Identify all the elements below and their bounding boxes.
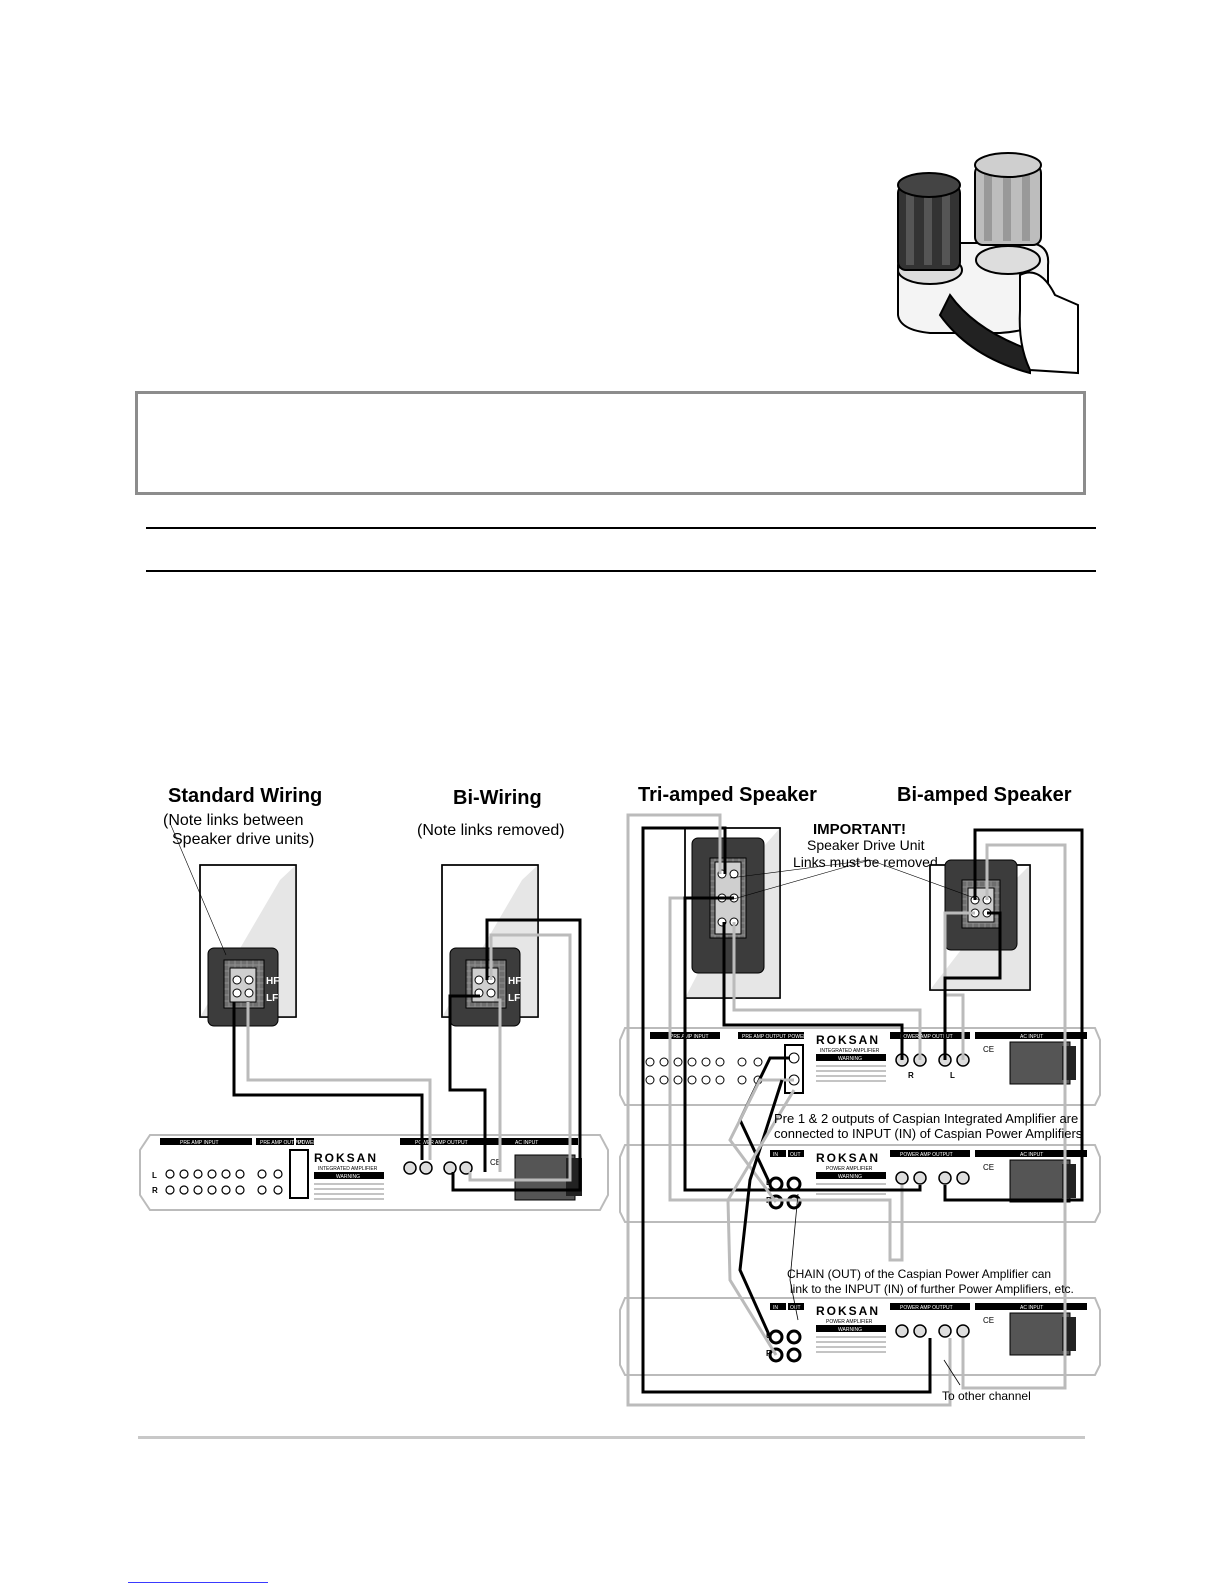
svg-text:POWER: POWER — [298, 1140, 317, 1146]
notice-box — [135, 391, 1086, 495]
power-amplifier-1: IN OUT POWER AMP OUTPUT AC INPUT L R ROK… — [619, 1144, 1101, 1223]
svg-text:POWER AMPLIFIER: POWER AMPLIFIER — [826, 1166, 873, 1172]
footer-rule — [138, 1436, 1085, 1439]
svg-text:ROKSAN: ROKSAN — [816, 1304, 880, 1318]
svg-text:AC INPUT: AC INPUT — [515, 1140, 538, 1146]
svg-text:WARNING: WARNING — [838, 1327, 862, 1333]
integrated-amplifier-left: PRE AMP INPUT PRE AMP OUTPUT POWER POWER… — [139, 1134, 609, 1211]
svg-text:WARNING: WARNING — [838, 1174, 862, 1180]
integrated-amplifier-right: PRE AMP INPUT PRE AMP OUTPUT POWER POWER… — [619, 1027, 1101, 1106]
amplified-wiring-cables — [626, 813, 1084, 1407]
svg-text:WARNING: WARNING — [336, 1174, 360, 1180]
svg-text:L: L — [950, 1071, 955, 1080]
svg-text:AC INPUT: AC INPUT — [1020, 1034, 1043, 1040]
svg-text:POWER AMP OUTPUT: POWER AMP OUTPUT — [900, 1034, 953, 1040]
standard-speaker: HF LF — [199, 864, 297, 1027]
bi-wiring-title: Bi-Wiring — [453, 787, 542, 809]
svg-text:OUT: OUT — [790, 1152, 801, 1158]
svg-text:INTEGRATED AMPLIFIER: INTEGRATED AMPLIFIER — [820, 1048, 880, 1054]
svg-text:CE: CE — [983, 1163, 994, 1172]
important-line-1: Speaker Drive Unit — [807, 837, 925, 853]
svg-text:POWER AMP OUTPUT: POWER AMP OUTPUT — [900, 1152, 953, 1158]
svg-text:POWER AMP OUTPUT: POWER AMP OUTPUT — [415, 1140, 468, 1146]
svg-text:POWER: POWER — [788, 1034, 807, 1040]
wiring-diagrams: HF LF HF LF PRE AMP INPUT PRE AMP OUTPUT… — [139, 813, 1101, 1407]
pre-outputs-note-2: connected to INPUT (IN) of Caspian Power… — [774, 1126, 1083, 1141]
speaker-terminal-illustration — [897, 152, 1079, 375]
svg-text:WARNING: WARNING — [838, 1056, 862, 1062]
svg-text:PRE AMP INPUT: PRE AMP INPUT — [180, 1140, 219, 1146]
svg-text:CE: CE — [490, 1158, 501, 1167]
svg-text:POWER AMPLIFIER: POWER AMPLIFIER — [826, 1319, 873, 1325]
other-channel-label: To other channel — [942, 1389, 1031, 1403]
section-rule-bottom — [146, 570, 1096, 572]
standard-hf-label: HF — [266, 976, 279, 987]
standard-wiring-title: Standard Wiring — [168, 785, 323, 807]
svg-text:AC INPUT: AC INPUT — [1020, 1152, 1043, 1158]
chain-note-1: CHAIN (OUT) of the Caspian Power Amplifi… — [787, 1267, 1052, 1281]
footer-link-underline — [128, 1582, 268, 1583]
standard-wiring-note-1: (Note links between — [163, 812, 304, 829]
svg-text:PRE AMP INPUT: PRE AMP INPUT — [670, 1034, 709, 1040]
bi-wiring-cables — [448, 918, 582, 1192]
svg-text:PRE AMP OUTPUT: PRE AMP OUTPUT — [742, 1034, 786, 1040]
tri-amped-title: Tri-amped Speaker — [638, 784, 817, 806]
svg-text:AC INPUT: AC INPUT — [1020, 1305, 1043, 1311]
svg-text:CE: CE — [983, 1316, 994, 1325]
pre-outputs-note-1: Pre 1 & 2 outputs of Caspian Integrated … — [774, 1111, 1079, 1126]
power-amplifier-2: IN OUT POWER AMP OUTPUT AC INPUT L R ROK… — [619, 1297, 1101, 1376]
svg-text:IN: IN — [773, 1305, 778, 1311]
svg-text:IN: IN — [773, 1152, 778, 1158]
svg-text:INTEGRATED AMPLIFIER: INTEGRATED AMPLIFIER — [318, 1166, 378, 1172]
svg-text:ROKSAN: ROKSAN — [816, 1033, 880, 1047]
section-rule-top — [146, 527, 1096, 529]
svg-text:ROKSAN: ROKSAN — [314, 1151, 378, 1165]
bi-wiring-lf-label: LF — [508, 993, 520, 1004]
important-line-2: Links must be removed — [793, 854, 938, 870]
important-heading: IMPORTANT! — [813, 821, 907, 838]
chain-note-2: link to the INPUT (IN) of further Power … — [790, 1282, 1074, 1296]
standard-wiring-cables — [232, 1002, 432, 1160]
svg-text:R: R — [152, 1186, 158, 1195]
bi-amped-speaker — [929, 859, 1031, 991]
svg-text:ROKSAN: ROKSAN — [816, 1151, 880, 1165]
bi-wiring-note: (Note links removed) — [417, 822, 565, 839]
standard-lf-label: LF — [266, 993, 278, 1004]
svg-text:R: R — [766, 1349, 772, 1358]
svg-text:CE: CE — [983, 1045, 994, 1054]
svg-text:POWER AMP OUTPUT: POWER AMP OUTPUT — [900, 1305, 953, 1311]
standard-wiring-note-2: Speaker drive units) — [172, 831, 315, 848]
svg-text:R: R — [908, 1071, 914, 1080]
bi-wiring-hf-label: HF — [508, 976, 521, 987]
bi-amped-title: Bi-amped Speaker — [897, 784, 1072, 806]
svg-text:PRE AMP OUTPUT: PRE AMP OUTPUT — [260, 1140, 304, 1146]
tri-amped-speaker — [684, 827, 781, 999]
svg-text:L: L — [152, 1171, 157, 1180]
